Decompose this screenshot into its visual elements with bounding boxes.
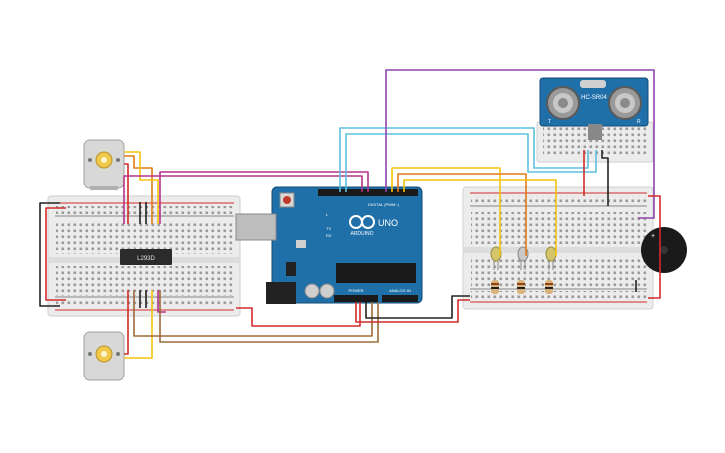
wire-red-motor-top bbox=[124, 163, 129, 224]
wire-cyan-1 bbox=[339, 127, 589, 192]
buzzer-plus-label: + bbox=[651, 233, 655, 240]
wire-magenta-2 bbox=[159, 171, 369, 224]
motor-driver-label: L293D bbox=[137, 256, 155, 262]
microcontroller-chip bbox=[336, 263, 416, 283]
wire-orange-motor-top bbox=[124, 155, 153, 224]
arduino-logo bbox=[349, 215, 375, 229]
wire-orange-led-2 bbox=[397, 173, 527, 256]
rx-label: RX bbox=[326, 233, 332, 238]
sensor-t-label: T bbox=[548, 119, 551, 125]
power-label: POWER bbox=[348, 288, 363, 293]
motor-top bbox=[83, 139, 125, 190]
usb-port bbox=[235, 213, 277, 241]
brand-label: ARDUINO bbox=[350, 231, 373, 237]
wire-yellow-motor-bottom bbox=[124, 290, 153, 359]
arduino-uno: ARDUINO UNO DIGITAL (PWM~) POWER ANALOG … bbox=[235, 186, 423, 304]
motor-bottom bbox=[83, 331, 125, 381]
wire-red-motor-bottom bbox=[124, 290, 129, 355]
wires bbox=[39, 69, 661, 359]
wire-black-ground bbox=[365, 295, 470, 319]
power-jack bbox=[266, 282, 296, 304]
wire-cyan-2 bbox=[345, 133, 597, 192]
l-label: L bbox=[326, 212, 329, 217]
resistor-2 bbox=[517, 280, 525, 294]
resistor-1 bbox=[491, 280, 499, 294]
wire-purple-sensor bbox=[385, 69, 655, 219]
analog-header bbox=[382, 295, 418, 302]
power-header bbox=[334, 295, 378, 302]
wire-magenta-3 bbox=[157, 290, 166, 313]
wire-yellow-led-1 bbox=[391, 167, 501, 256]
reset-button[interactable] bbox=[283, 196, 291, 204]
model-label: UNO bbox=[378, 218, 398, 228]
analog-label: ANALOG IN bbox=[389, 288, 411, 293]
digital-label: DIGITAL (PWM~) bbox=[368, 202, 400, 207]
digital-header bbox=[318, 189, 418, 196]
piezo-buzzer: + bbox=[641, 227, 687, 273]
sensor-label: HC-SR04 bbox=[581, 95, 607, 101]
ultrasonic-sensor: HC-SR04 T R bbox=[539, 77, 649, 140]
sensor-breadboard bbox=[536, 121, 654, 163]
wire-yellow-led-3 bbox=[403, 179, 557, 256]
led-1 bbox=[490, 246, 502, 270]
wire-yellow-motor-top bbox=[124, 151, 159, 224]
motor-driver-chip: L293D bbox=[120, 249, 172, 265]
wire-red-right-rail bbox=[648, 195, 661, 299]
tx-label: TX bbox=[326, 226, 331, 231]
wire-red-left-rail bbox=[45, 207, 66, 301]
wire-brown-1 bbox=[133, 290, 373, 337]
wire-red-right-power bbox=[355, 299, 470, 323]
wire-black-sensor bbox=[601, 150, 609, 206]
resistor-3 bbox=[545, 280, 553, 294]
sensor-r-label: R bbox=[637, 119, 641, 125]
wire-red-power bbox=[236, 302, 361, 327]
wire-black-left-rail bbox=[39, 202, 60, 307]
wire-magenta-1 bbox=[123, 175, 363, 224]
